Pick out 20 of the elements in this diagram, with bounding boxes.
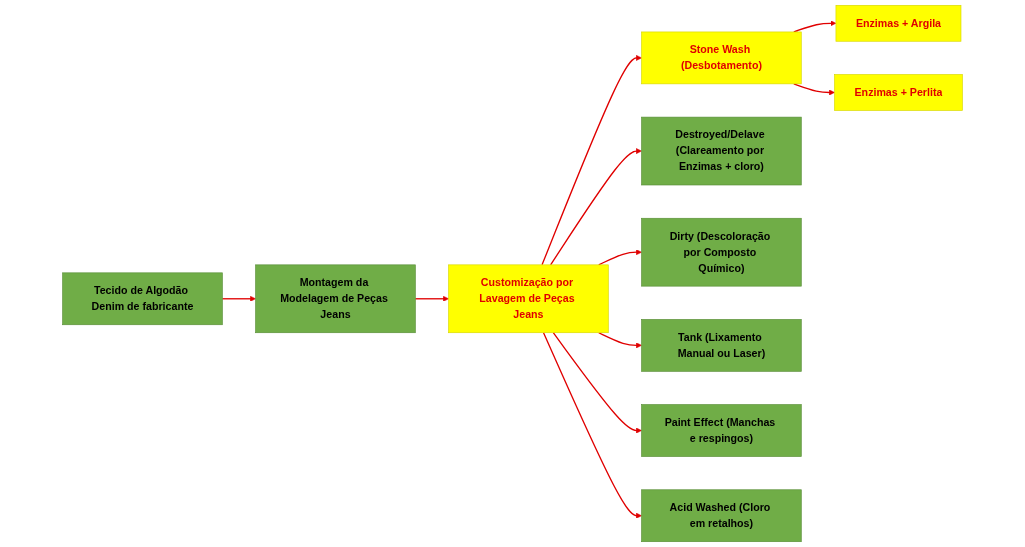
- node-box: Stone Wash (Desbotamento): [641, 31, 802, 85]
- arrow: [414, 295, 449, 302]
- node-box: Enzimas + Perlita: [834, 74, 963, 111]
- node-box: Customização por Lavagem de Peças Jeans: [448, 264, 609, 334]
- node-box: Enzimas + Argila: [835, 5, 962, 42]
- arrow: [598, 249, 642, 266]
- arrow: [793, 83, 835, 96]
- node-box: Destroyed/Delave (Clareamento por Enzimas + cloro): [641, 116, 802, 186]
- node-box: Paint Effect (Manchas e respingos): [641, 404, 802, 457]
- node-box: Acid Washed (Cloro em retalhos): [641, 489, 802, 542]
- node-box: Montagem da Modelagem de Peças Jeans: [255, 264, 416, 334]
- node-box: Dirty (Descoloração por Composto Químico): [641, 217, 802, 287]
- arrow: [549, 148, 642, 266]
- arrow: [541, 54, 642, 266]
- arrow: [542, 332, 642, 519]
- node-box: Tecido de Algodão Denim de fabricante: [62, 272, 223, 326]
- arrow: [552, 332, 642, 434]
- node-box: Tank (Lixamento Manual ou Laser): [641, 319, 802, 372]
- arrow: [598, 332, 642, 349]
- arrow: [221, 295, 256, 302]
